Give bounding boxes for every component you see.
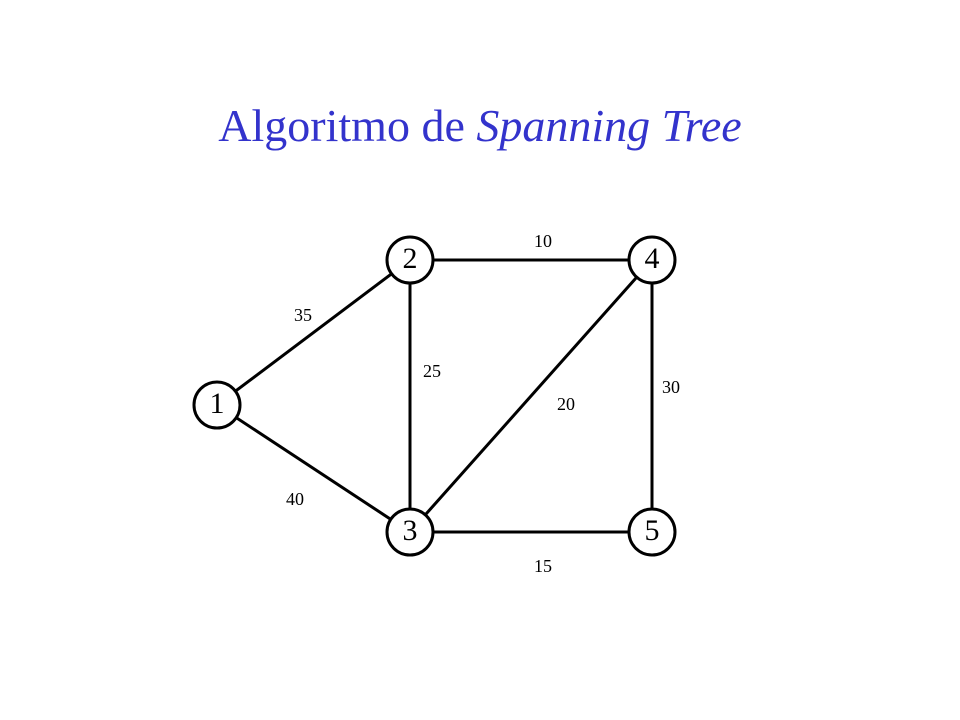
nodes-layer: 1 2 3 4 5 bbox=[192, 235, 677, 557]
node-circle-1 bbox=[192, 380, 242, 430]
edge-weight-4-5: 30 bbox=[662, 377, 680, 397]
edges-layer bbox=[216, 258, 654, 534]
node-circle-5 bbox=[627, 507, 677, 557]
edge-weight-1-2: 35 bbox=[294, 305, 312, 325]
node-circle-2 bbox=[385, 235, 435, 285]
edge-1-3 bbox=[216, 403, 411, 534]
edge-weight-3-4: 20 bbox=[557, 394, 575, 414]
slide-title: Algoritmo de Spanning Tree bbox=[0, 96, 960, 156]
edge-1-2 bbox=[216, 258, 411, 407]
node-label-2: 2 bbox=[403, 242, 418, 275]
node-circle-4 bbox=[627, 235, 677, 285]
title-plain: Algoritmo de bbox=[218, 100, 465, 151]
node-circle-3 bbox=[385, 507, 435, 557]
edge-weight-2-3: 25 bbox=[423, 361, 441, 381]
edge-3-4 bbox=[408, 259, 654, 533]
node-5: 5 bbox=[627, 507, 677, 557]
node-label-3: 3 bbox=[403, 514, 418, 547]
edge-weight-1-3: 40 bbox=[286, 489, 304, 509]
node-label-1: 1 bbox=[210, 387, 225, 420]
node-label-4: 4 bbox=[645, 242, 660, 275]
node-2: 2 bbox=[385, 235, 435, 285]
node-label-5: 5 bbox=[645, 514, 660, 547]
title-italic: Spanning Tree bbox=[476, 100, 742, 151]
edge-weight-2-4: 10 bbox=[534, 231, 552, 251]
node-3: 3 bbox=[385, 507, 435, 557]
edge-weight-3-5: 15 bbox=[534, 556, 552, 576]
node-1: 1 bbox=[192, 380, 242, 430]
node-4: 4 bbox=[627, 235, 677, 285]
